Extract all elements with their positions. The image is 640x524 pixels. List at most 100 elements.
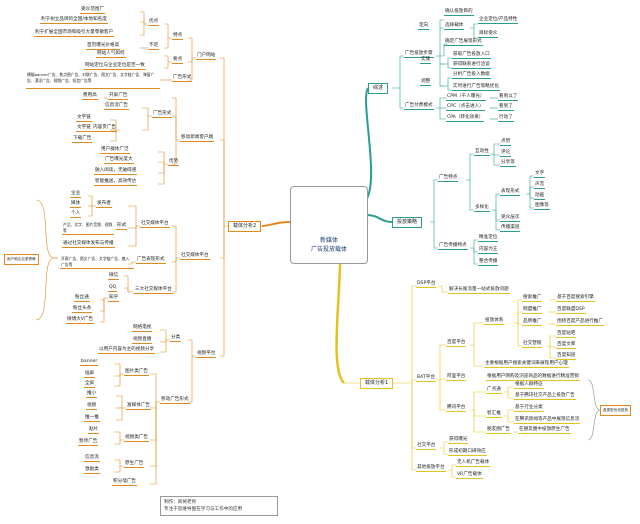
overview-implement-item: 获得联系进行洽谈 [452, 62, 491, 69]
strategy-form-item: 图像等 [534, 203, 550, 210]
overview-carrier-item: 企业定位/产品特性 [478, 17, 519, 24]
carrier2-adv-item: 用户群体广泛 [100, 147, 130, 154]
carrier2-video2-item: 贴片 [88, 427, 100, 434]
central-title-line1: 新媒体 [319, 237, 338, 244]
strategy-interactive-item: 分享等 [500, 160, 516, 167]
carrier2-mobile-form: 广告形式 [152, 111, 173, 118]
strategy-spread-item: 精准定位 [478, 235, 499, 242]
carrier2-video-ads-item: 插屏 [84, 371, 96, 378]
carrier2-mobile-form-item: 内容页广告 [92, 125, 117, 132]
carrier2-side-note: 用户和企业更青睐 [4, 254, 39, 265]
overview-billing-result: 行动了 [498, 115, 514, 122]
carrier2-weibo-spread: 通过社交媒体发布与传播 [62, 241, 115, 248]
carrier2-native: 原生广告 [124, 461, 145, 468]
carrier2-content-item: 下载广告 [72, 136, 93, 143]
carrier2-weibo-item: 个人 [70, 211, 82, 218]
carrier2-cons: 不足 [148, 43, 160, 50]
carrier1-tencent-sub: 在腾讯新闻等产品中展现信息流 [514, 417, 581, 424]
carrier1-social-item: 获得曝光 [448, 437, 469, 444]
strategy-form-item: 声音 [534, 182, 546, 189]
carrier1-baidu-item: 品牌推广 [522, 319, 543, 326]
overview-carrier-item: 目标受众 [478, 31, 499, 38]
carrier1-tencent-item: 朋友圈广告 [486, 427, 511, 434]
carrier2-cons-item: 首页曝光价格高 [86, 43, 121, 50]
credit-line-1: 制作：商将老师 [164, 500, 197, 505]
carrier1-social-item: 形成初期口碑效应 [448, 449, 487, 456]
carrier2-adv-item: 融入阅读，无破碎感 [94, 168, 138, 175]
carrier2-tool: 粉丝头条 [72, 306, 93, 313]
carrier2-rich: 富媒体广告 [126, 403, 151, 410]
carrier2-pros-item: 利于扩展全国市场和吸引大量零散客户 [34, 30, 115, 37]
strategy-spread-item: 内容为王 [478, 247, 499, 254]
carrier2-mobile-video: 移动广告形式 [160, 397, 190, 404]
carrier2-social: 社交媒体平台 [180, 253, 210, 260]
carrier2-big3-item: 知乎 [108, 295, 120, 302]
overview-billing-result: 看到以了 [498, 94, 519, 101]
carrier2-big3: 三大社交媒体平台 [134, 287, 173, 294]
overview-targeting: 定向 [418, 23, 430, 30]
carrier1-baidu-item: 搜索推广 [522, 295, 543, 302]
carrier2-mobile-item: 开屏广告 [108, 93, 129, 100]
carrier2-big3-item: 微信 [108, 273, 120, 280]
overview-billing-item: CPA（转化效果） [446, 115, 485, 122]
overview-implement-item: 获取广告投放入口 [452, 52, 491, 59]
carrier1-baidu-sub: 百度文库 [556, 342, 577, 349]
overview-adjust-item: 分析广告投入数据 [452, 72, 491, 79]
branch-carrier2[interactable]: 载体分析2 [228, 221, 262, 232]
strategy-form: 表现形式 [500, 189, 521, 196]
carrier2-pros-item: 利于树立品牌的全国/本地知名度 [40, 17, 108, 24]
branch-overview[interactable]: 综述 [368, 83, 389, 94]
carrier2-ad-form-text: 横幅banner广告、焦点图广告、对联广告、图文广告、文字链广告、弹窗广告、漂浮… [26, 72, 160, 89]
carrier2-video2-item: 暂停广告 [78, 439, 99, 446]
carrier2-weibo: 社交媒体平台 [140, 221, 170, 228]
carrier2-content-item: 文字链 [76, 115, 92, 122]
carrier2-portal-features: 特点 [172, 33, 184, 40]
overview-adjust-item: 实时进行广告策略优化 [452, 84, 500, 91]
carrier1-baidu-item: 社交营销 [522, 341, 543, 348]
carrier2-rich-item: 视频 [86, 403, 98, 410]
strategy-level: 受众层次 [500, 215, 521, 222]
branch-strategy[interactable]: 投放策略 [392, 217, 423, 228]
carrier2-adv-item: 智能推送，高效传达 [94, 179, 138, 186]
carrier2-wechat-form: 广告表现形式 [136, 257, 166, 264]
carrier2-rich-item: 推一推 [84, 415, 100, 422]
carrier2-tool: 微博大V广告 [66, 317, 95, 324]
carrier2-weibo-item: 企业 [70, 191, 82, 198]
central-title-line2: 广告投放载体 [310, 246, 347, 253]
strategy-features: 广告特点 [438, 175, 459, 182]
overview-billing-item: CPC（点击进入） [446, 104, 485, 111]
carrier1-other-item: 无人机广告载体 [456, 460, 491, 467]
overview-targeting-item: 选择载体 [444, 23, 465, 30]
carrier2-portal: 门户网站 [196, 53, 217, 60]
strategy-interactive: 互动性 [474, 149, 490, 156]
branch-carrier1[interactable]: 载体分析1 [360, 378, 394, 389]
overview-targeting-item: 确认投放目的 [444, 9, 474, 16]
central-topic[interactable]: 新媒体 广告投放载体 [290, 186, 368, 264]
carrier2-mobile: 移动新闻客户端 [180, 135, 215, 142]
strategy-spread: 广告传播特点 [438, 243, 468, 250]
carrier1-ali: 阿里平台 [446, 374, 467, 381]
overview-implement: 实施 [420, 57, 432, 64]
carrier1-baidu: 百度平台 [446, 340, 467, 347]
carrier2-adv-item: 广告曝光度大 [104, 157, 134, 164]
carrier2-video: 视频平台 [196, 351, 217, 358]
strategy-interactive-item: 评论 [500, 150, 512, 157]
carrier1-baidu-sub: 百度贴吧 [556, 331, 577, 338]
overview-adjust: 调整 [420, 79, 432, 86]
carrier2-wechat-text: 开屏广告、图文广告、文字链广告、植入广告等 [60, 256, 134, 269]
carrier2-ad-form: 广告形式 [172, 75, 193, 82]
carrier2-native-item: 信息流 [84, 455, 100, 462]
carrier2-video-cls: 分类 [170, 335, 182, 342]
carrier2-weibo-form: 形式 [116, 223, 128, 230]
carrier1-dsp: DSP平台 [416, 281, 437, 288]
credit-line-2: 专注于思维导图在学习与工作中的应用 [164, 507, 243, 512]
carrier1-bat-note: 各类型优化投放 [600, 405, 632, 416]
overview-billing: 广告付费模式 [404, 103, 434, 110]
overview-billing-item: CPM（千人曝光） [446, 94, 486, 101]
carrier1-tencent: 腾讯平台 [446, 405, 467, 412]
carrier2-big3-item: QQ [108, 285, 118, 292]
carrier1-baidu-sub: 百度联盟DSP [556, 307, 586, 314]
strategy-spread-item: 整合传播 [478, 259, 499, 266]
carrier2-video-ads-item: banner [80, 359, 99, 366]
